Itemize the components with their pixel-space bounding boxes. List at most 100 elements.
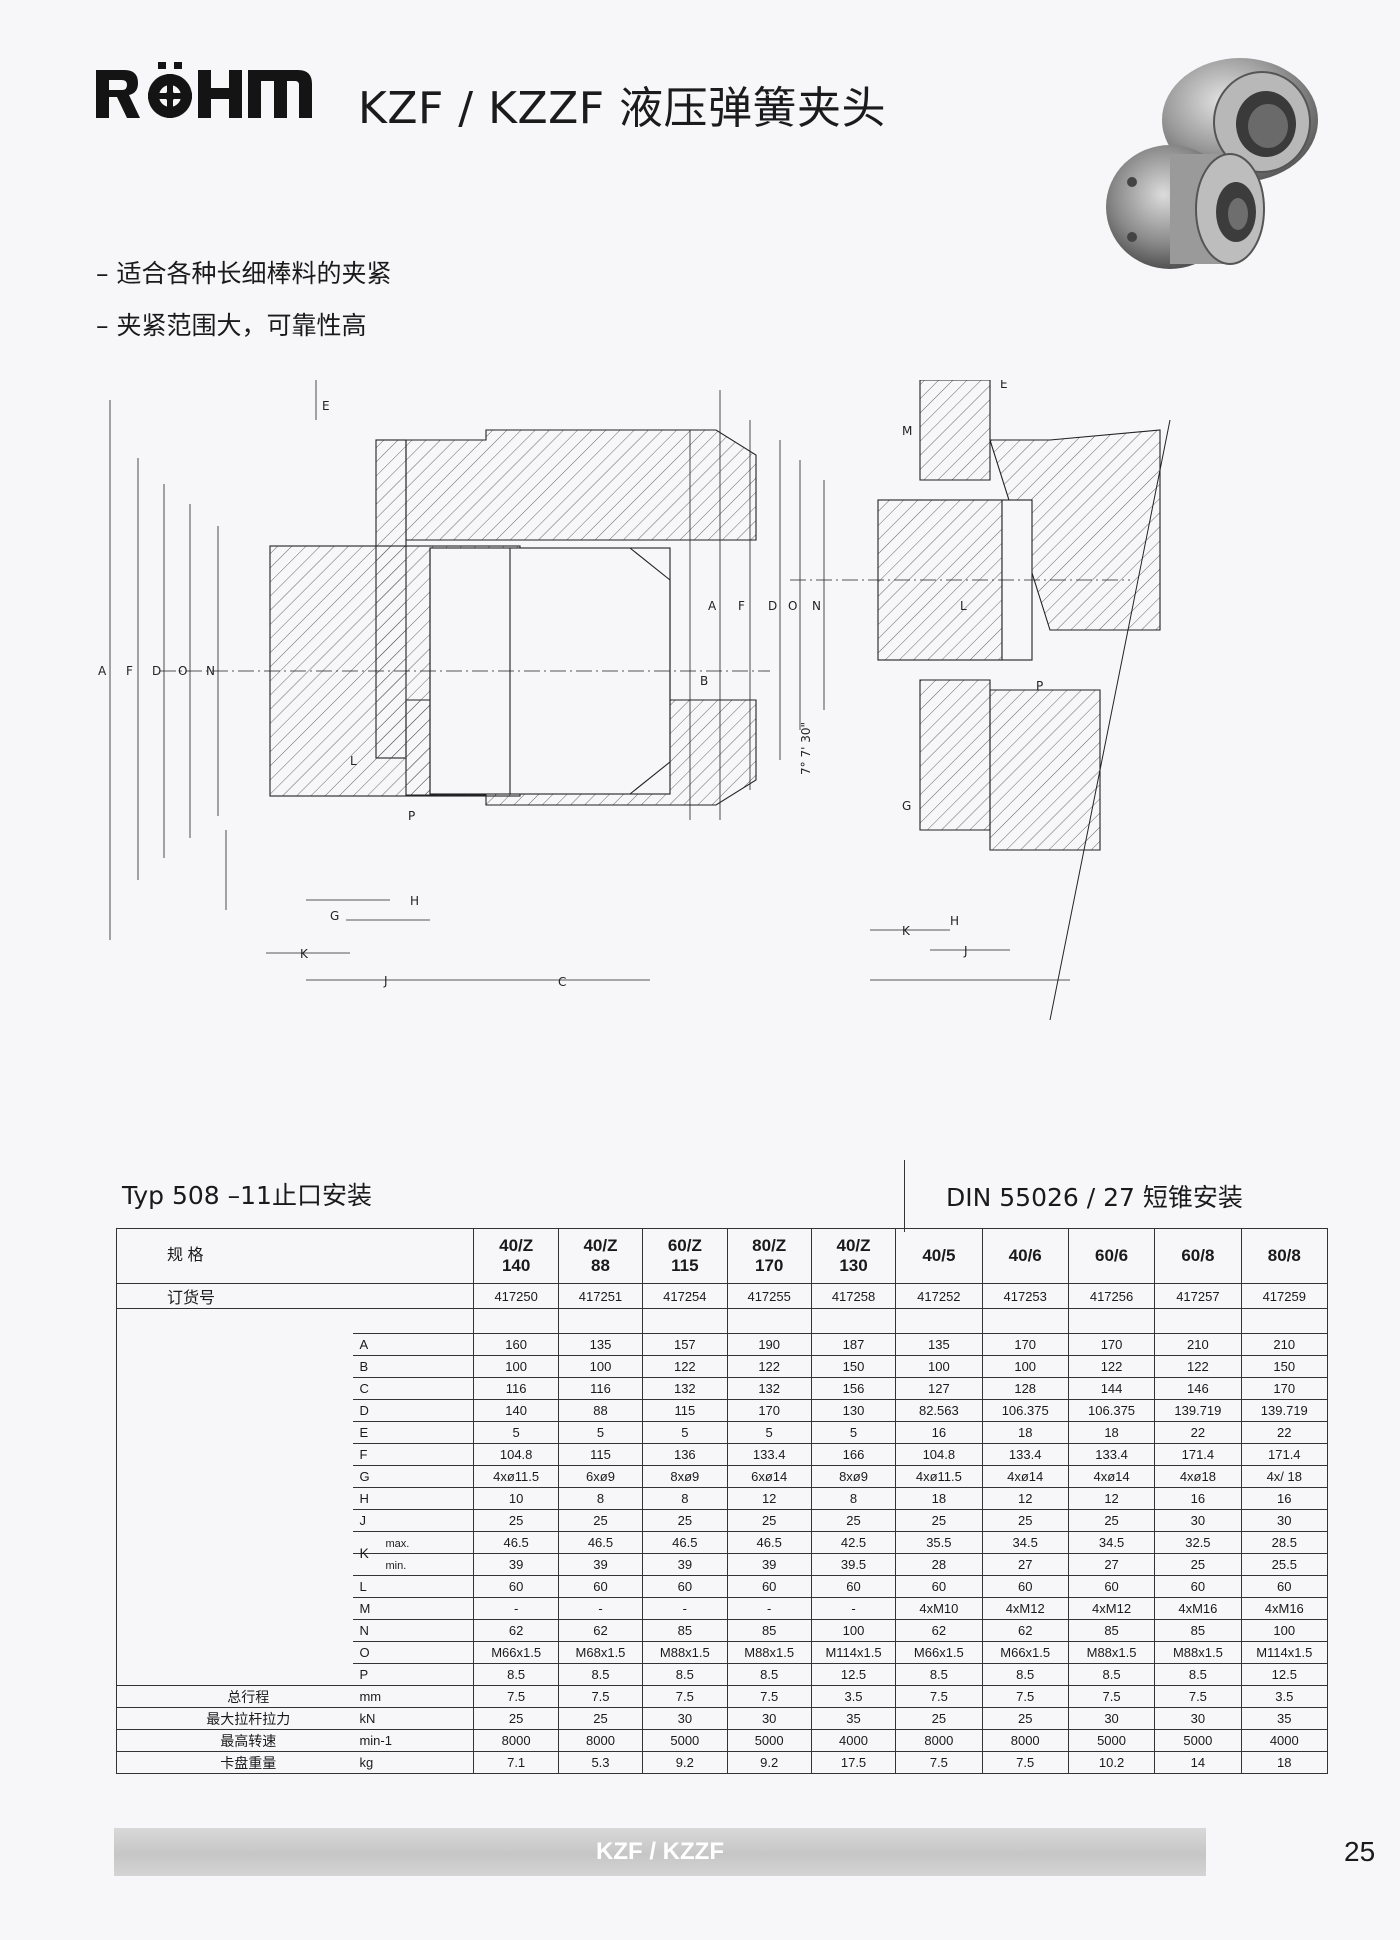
table-cell: 156 <box>810 1377 897 1400</box>
table-cell: 4xM16 <box>1154 1597 1242 1620</box>
table-cell: 12 <box>726 1487 812 1510</box>
table-cell: 8 <box>557 1487 644 1510</box>
dim-label-g: G <box>902 799 911 813</box>
row-blank <box>116 1641 354 1664</box>
table-cell: 135 <box>895 1333 983 1356</box>
table-cell: 28 <box>895 1553 983 1576</box>
k-min-label: min. <box>385 1560 407 1572</box>
row-blank <box>116 1531 354 1554</box>
table-cell: 100 <box>895 1355 983 1378</box>
row-unit: min-1 <box>353 1729 475 1752</box>
table-cell: - <box>642 1597 728 1620</box>
table-cell: 10.2 <box>1067 1751 1156 1774</box>
table-cell: 60 <box>810 1575 897 1598</box>
table-cell: 7.1 <box>473 1751 559 1774</box>
dim-label-j: J <box>963 944 968 958</box>
table-cell: 4xø14 <box>1067 1465 1156 1488</box>
table-cell: 104.8 <box>895 1443 983 1466</box>
table-cell: 4x/ 18 <box>1240 1465 1329 1488</box>
footer-bar: KZF / KZZF <box>114 1828 1206 1876</box>
table-cell: 30 <box>1154 1509 1242 1532</box>
table-cell: 25 <box>557 1707 644 1730</box>
table-cell: 18 <box>981 1421 1069 1444</box>
table-cell: 8000 <box>557 1729 644 1752</box>
model-line2: 115 <box>671 1256 699 1275</box>
table-cell: 39 <box>557 1553 644 1576</box>
dim-label-a: A <box>98 664 107 678</box>
row-label: 卡盘重量 <box>116 1751 354 1774</box>
model-line1: 80/8 <box>1267 1246 1301 1265</box>
table-cell: 85 <box>1067 1619 1156 1642</box>
dim-label-a: A <box>708 599 717 613</box>
row-blank <box>116 1553 354 1576</box>
table-cell: M68x1.5 <box>557 1641 644 1664</box>
spacer-cell <box>1240 1308 1329 1334</box>
model-line1: 60/Z <box>667 1236 702 1255</box>
table-cell: 8.5 <box>726 1663 812 1686</box>
model-line2: 130 <box>839 1256 868 1275</box>
order-number: 417254 <box>642 1283 728 1309</box>
table-cell: 8.5 <box>895 1663 983 1686</box>
technical-drawing: A F D O N B E L P G H K J C A F D O N E … <box>98 380 1171 1021</box>
table-cell: 122 <box>726 1355 812 1378</box>
dim-label-h: H <box>950 914 959 928</box>
table-cell: 60 <box>1154 1575 1242 1598</box>
table-cell: 115 <box>557 1443 644 1466</box>
table-cell: 46.5 <box>557 1531 644 1554</box>
order-number: 417257 <box>1154 1283 1242 1309</box>
table-cell: 8 <box>810 1487 897 1510</box>
dim-label-p: P <box>408 809 415 823</box>
table-cell: 17.5 <box>810 1751 897 1774</box>
table-cell: 133.4 <box>981 1443 1069 1466</box>
spec-label: 规 格 <box>115 1228 474 1284</box>
row-blank <box>116 1443 354 1466</box>
spacer-cell <box>115 1308 475 1334</box>
dim-label: J <box>353 1509 475 1532</box>
table-cell: 39 <box>473 1553 559 1576</box>
table-cell: 18 <box>895 1487 983 1510</box>
table-cell: 139.719 <box>1240 1399 1329 1422</box>
dim-label-m: M <box>902 424 912 438</box>
dim-label-k: K <box>902 924 911 938</box>
dim-label: B <box>353 1355 475 1378</box>
feature-list: – 适合各种长细棒料的夹紧 – 夹紧范围大，可靠性高 <box>96 248 391 352</box>
table-cell: 35 <box>1240 1707 1329 1730</box>
table-cell: 139.719 <box>1154 1399 1242 1422</box>
table-cell: 150 <box>810 1355 897 1378</box>
table-cell: 35.5 <box>895 1531 983 1554</box>
table-cell: 25 <box>981 1707 1069 1730</box>
table-cell: 6xø14 <box>726 1465 812 1488</box>
table-cell: 132 <box>726 1377 812 1400</box>
table-cell: M66x1.5 <box>981 1641 1069 1664</box>
table-cell: 27 <box>1067 1553 1156 1576</box>
table-cell: 8xø9 <box>642 1465 728 1488</box>
spacer-cell <box>981 1308 1069 1334</box>
table-cell: 34.5 <box>981 1531 1069 1554</box>
table-cell: 25 <box>895 1707 983 1730</box>
table-cell: 128 <box>981 1377 1069 1400</box>
spacer-cell <box>895 1308 983 1334</box>
table-cell: 30 <box>726 1707 812 1730</box>
table-cell: M88x1.5 <box>1154 1641 1242 1664</box>
spacer-cell <box>1154 1308 1242 1334</box>
product-photo <box>1106 58 1318 269</box>
table-cell: 8.5 <box>642 1663 728 1686</box>
table-cell: 4xM16 <box>1240 1597 1329 1620</box>
dim-label: N <box>353 1619 475 1642</box>
table-cell: 8000 <box>473 1729 559 1752</box>
table-cell: 12 <box>981 1487 1069 1510</box>
table-cell: 62 <box>895 1619 983 1642</box>
table-cell: - <box>726 1597 812 1620</box>
table-cell: 100 <box>473 1355 559 1378</box>
table-cell: 8.5 <box>1067 1663 1156 1686</box>
